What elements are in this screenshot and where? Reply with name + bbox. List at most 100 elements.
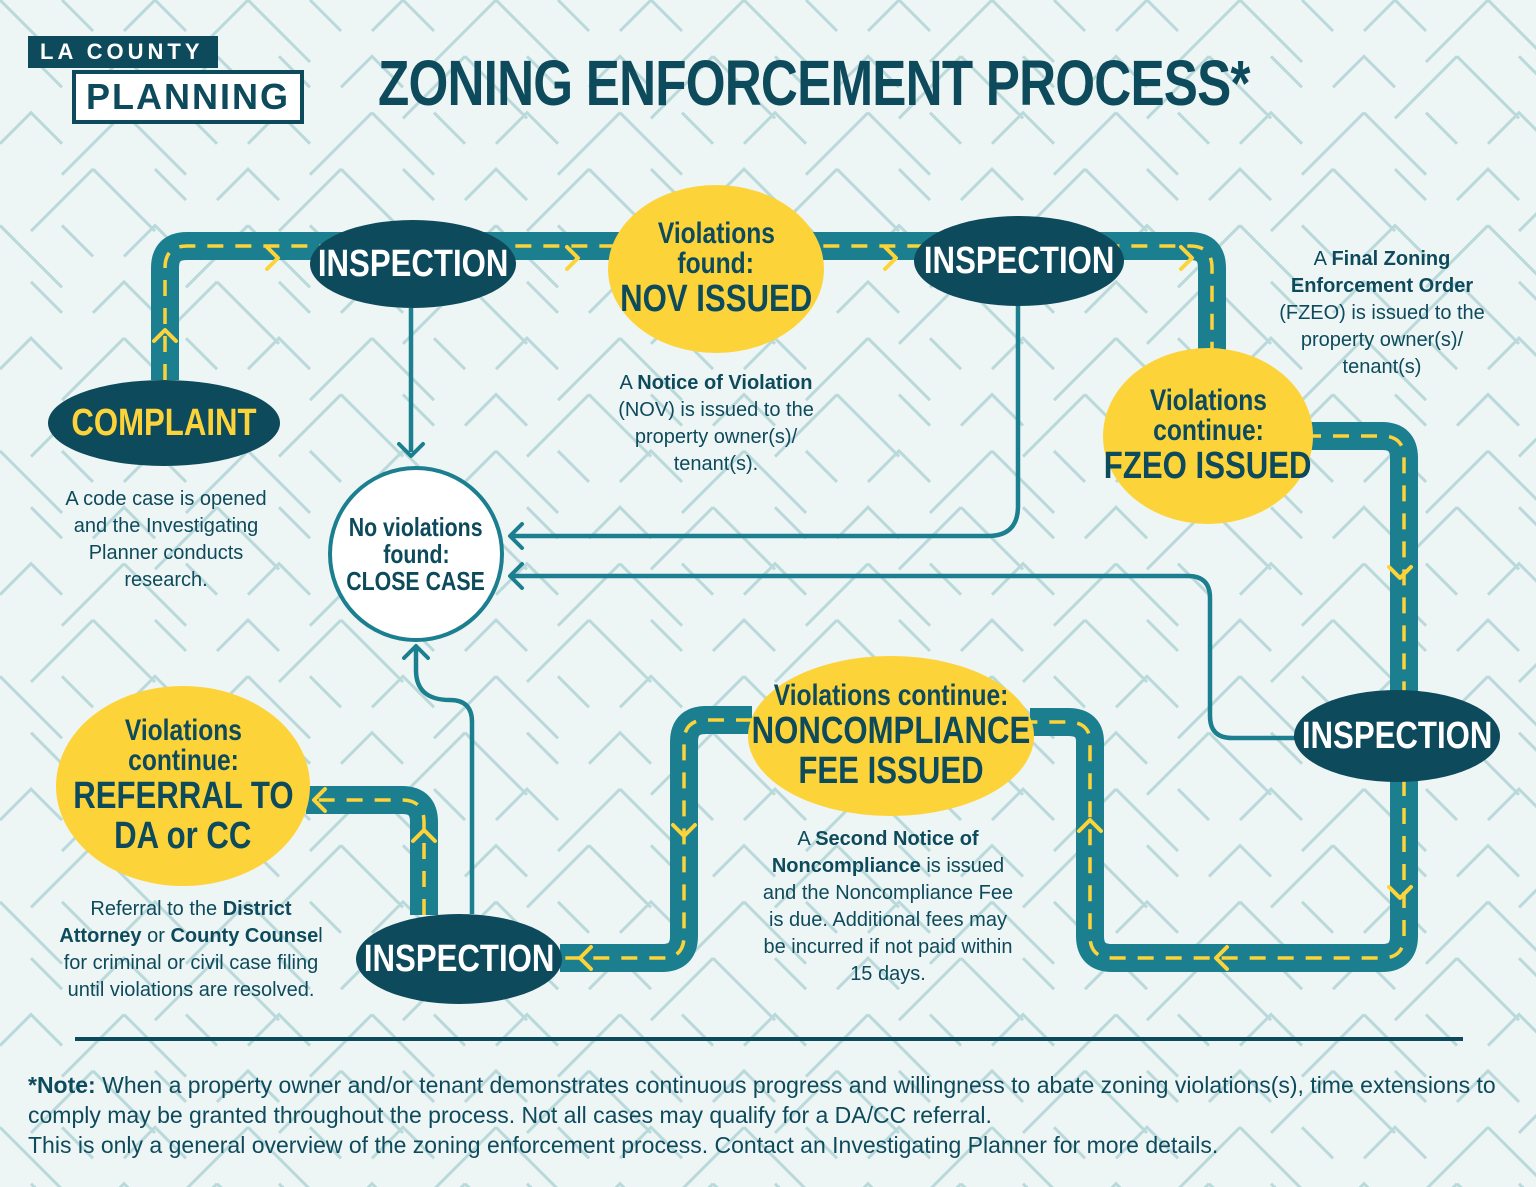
- complaint-desc-line-4: research.: [124, 569, 208, 591]
- referral-line-4: DA or CC: [114, 815, 252, 857]
- road-right-upper-dashes: [1305, 434, 1406, 700]
- referral-desc-bold-3: County Counse: [170, 925, 319, 947]
- logo-line-1: LA COUNTY: [28, 36, 218, 68]
- arrowhead-inspection-3-to-close: [508, 562, 524, 590]
- nov-line-1: Violations: [657, 217, 775, 250]
- close-line-1: No violations: [349, 511, 483, 542]
- complaint-description: A code case is opened and the Investigat…: [40, 486, 292, 594]
- arrow-up-bottom-loop: [1077, 818, 1103, 833]
- inspection-node-4: INSPECTION: [356, 914, 562, 1004]
- fzeo-desc-bold-2: Enforcement Order: [1290, 275, 1474, 297]
- fzeo-desc-line-4: property owner(s)/: [1300, 329, 1464, 351]
- nov-issued-node: Violations found: NOV ISSUED: [608, 185, 824, 353]
- road-middle: [560, 706, 752, 972]
- footer-divider: [75, 1037, 1463, 1041]
- noncompliance-desc-line-5: be incurred if not paid within: [763, 936, 1013, 958]
- arrowhead-inspection-2-to-close: [508, 522, 524, 550]
- referral-line-3: REFERRAL TO: [72, 775, 294, 817]
- road-right-lower-dashes: [1030, 720, 1406, 960]
- inspection-node-3: INSPECTION: [1294, 690, 1500, 782]
- noncompliance-description: A Second Notice of Noncompliance is issu…: [738, 826, 1038, 988]
- noncompliance-desc-line-4: is due. Additional fees may: [769, 909, 1007, 931]
- referral-desc-bold-1: District: [222, 898, 292, 920]
- referral-desc-pre: Referral to the: [90, 898, 223, 920]
- arrow-right-4: [1179, 245, 1194, 271]
- noncompliance-desc-bold-1: Second Notice of: [815, 828, 979, 850]
- fzeo-desc-line-5: tenant(s): [1342, 356, 1422, 378]
- arrowhead-inspection-4-to-close: [402, 644, 430, 660]
- arrow-left-bottom: [1214, 945, 1229, 971]
- road-left-dashes: [306, 798, 426, 915]
- nov-desc-bold: Notice of Violation: [637, 372, 813, 394]
- nov-description: A Notice of Violation (NOV) is issued to…: [590, 370, 842, 478]
- noncompliance-line-2: NONCOMPLIANCE: [751, 710, 1031, 752]
- referral-desc-tail: l: [318, 925, 323, 947]
- complaint-node: COMPLAINT: [48, 380, 280, 466]
- line-inspection-3-to-close: [512, 573, 1296, 741]
- complaint-desc-line-2: and the Investigating: [73, 515, 259, 537]
- close-line-3: CLOSE CASE: [346, 565, 486, 596]
- arrow-right-3: [883, 245, 898, 271]
- referral-line-2: continue:: [127, 744, 239, 777]
- line-inspection-4-to-close: [413, 648, 475, 914]
- referral-node: Violations continue: REFERRAL TO DA or C…: [56, 686, 310, 886]
- fzeo-desc-bold-1: Final Zoning: [1331, 248, 1451, 270]
- nov-desc-pre: A: [619, 372, 638, 394]
- inspection-2-label: INSPECTION: [923, 240, 1115, 282]
- noncompliance-desc-rest-2: is issued: [920, 855, 1005, 877]
- fzeo-issued-node: Violations continue: FZEO ISSUED: [1103, 348, 1313, 524]
- arrow-left-middle: [578, 945, 593, 971]
- noncompliance-line-3: FEE ISSUED: [798, 750, 984, 792]
- inspection-4-label: INSPECTION: [363, 938, 555, 980]
- noncompliance-desc-bold-2: Noncompliance: [771, 855, 921, 877]
- referral-desc-line-3: for criminal or civil case filing: [63, 952, 319, 974]
- complaint-desc-line-3: Planner conducts: [88, 542, 244, 564]
- fzeo-line-2: continue:: [1152, 414, 1264, 447]
- noncompliance-fee-node: Violations continue: NONCOMPLIANCE FEE I…: [748, 656, 1034, 816]
- arrow-right-2: [565, 245, 580, 271]
- nov-desc-line-4: tenant(s).: [673, 453, 759, 475]
- nov-desc-line-3: property owner(s)/: [634, 426, 798, 448]
- fzeo-desc-pre: A: [1313, 248, 1332, 270]
- referral-desc-bold-2: Attorney: [59, 925, 142, 947]
- nov-desc-line-2: (NOV) is issued to the: [618, 399, 814, 421]
- note-text-1: When a property owner and/or tenant demo…: [28, 1072, 1496, 1128]
- noncompliance-desc-line-3: and the Noncompliance Fee: [762, 882, 1014, 904]
- page-title: ZONING ENFORCEMENT PROCESS*: [378, 47, 1250, 119]
- fzeo-description: A Final Zoning Enforcement Order (FZEO) …: [1262, 246, 1502, 381]
- arrow-down-right-1: [1387, 565, 1413, 580]
- inspection-3-label: INSPECTION: [1301, 715, 1493, 757]
- complaint-label: COMPLAINT: [71, 402, 257, 444]
- noncompliance-desc-pre: A: [797, 828, 816, 850]
- la-county-planning-logo: LA COUNTY PLANNING: [28, 36, 304, 124]
- nov-line-3: NOV ISSUED: [619, 278, 813, 320]
- inspection-node-1: INSPECTION: [310, 220, 516, 308]
- referral-description: Referral to the District Attorney or Cou…: [36, 896, 346, 1004]
- fzeo-line-1: Violations: [1149, 384, 1267, 417]
- noncompliance-desc-line-6: 15 days.: [850, 963, 926, 985]
- close-line-2: found:: [382, 538, 450, 569]
- logo-line-2: PLANNING: [72, 70, 304, 124]
- nov-line-2: found:: [677, 247, 755, 280]
- fzeo-desc-line-3: (FZEO) is issued to the: [1279, 302, 1485, 324]
- referral-desc-mid: or: [141, 925, 171, 947]
- arrow-up-left: [411, 828, 437, 843]
- complaint-desc-line-1: A code case is opened: [65, 488, 267, 510]
- road-middle-dashes: [560, 718, 752, 960]
- close-case-node: No violations found: CLOSE CASE: [328, 466, 504, 642]
- arrow-up-complaint: [152, 328, 178, 343]
- arrow-right-1: [265, 245, 280, 271]
- inspection-node-2: INSPECTION: [914, 216, 1124, 306]
- noncompliance-line-1: Violations continue:: [773, 679, 1009, 712]
- note-label: *Note:: [28, 1072, 96, 1098]
- footer-note: *Note: When a property owner and/or tena…: [28, 1070, 1518, 1160]
- arrow-down-right-2: [1387, 885, 1413, 900]
- inspection-1-label: INSPECTION: [317, 243, 509, 285]
- referral-desc-line-4: until violations are resolved.: [67, 979, 315, 1001]
- arrowhead-inspection-1-to-close: [397, 442, 425, 458]
- arrow-down-middle: [671, 823, 697, 838]
- referral-line-1: Violations: [124, 714, 242, 747]
